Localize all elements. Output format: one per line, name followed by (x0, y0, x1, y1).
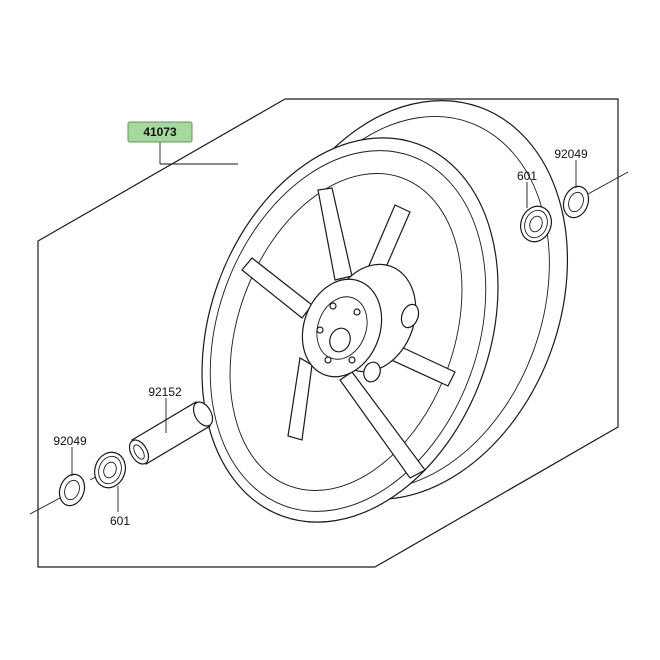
oil-seal-right (562, 185, 590, 219)
ball-bearing-left (94, 451, 126, 489)
oil-seal-left (58, 473, 86, 507)
wheel-assembly-drawing (201, 100, 569, 523)
wheel-part-highlight (127, 121, 193, 143)
spacer-part-number[interactable]: 92152 (148, 385, 182, 399)
ball-bearing-right (520, 205, 552, 243)
seal-left-part-number[interactable]: 92049 (53, 434, 87, 448)
leader-lines (71, 142, 577, 512)
axle-spacer (128, 401, 214, 465)
bearing-left-part-number[interactable]: 601 (110, 514, 130, 528)
seal-right-part-number[interactable]: 92049 (554, 147, 588, 161)
bearing-right-part-number[interactable]: 601 (517, 169, 537, 183)
assembly-frame (37, 98, 619, 568)
wheel-part-number[interactable]: 41073 (143, 125, 177, 139)
